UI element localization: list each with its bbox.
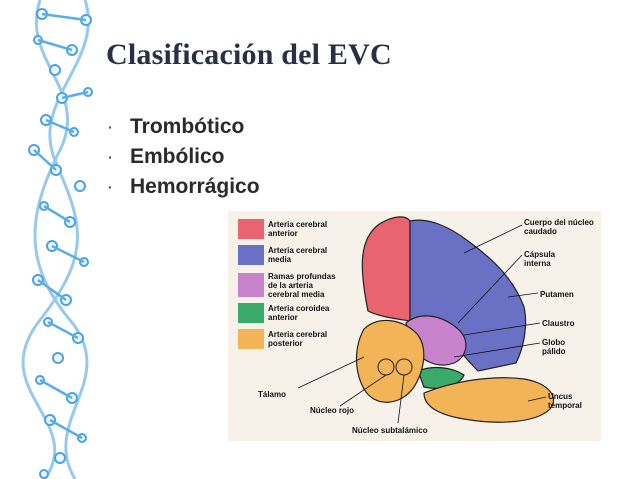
- label-capsula: Cápsula: [524, 250, 556, 259]
- label-talamo: Tálamo: [258, 390, 286, 399]
- label-claustro: Claustro: [542, 319, 575, 328]
- label-cuerpo-nucleo: caudado: [524, 227, 557, 236]
- bullet-dot-icon: ·: [108, 119, 113, 135]
- legend-label: cerebral media: [268, 290, 325, 299]
- label-uncus: temporal: [548, 401, 582, 410]
- label-uncus: Uncus: [548, 392, 573, 401]
- bullet-item: · Trombótico: [104, 112, 260, 142]
- label-putamen: Putamen: [540, 290, 574, 299]
- bullet-dot-icon: ·: [108, 179, 113, 195]
- bullet-text: Hemorrágico: [130, 175, 260, 198]
- bullet-dot-icon: ·: [108, 149, 113, 165]
- legend-swatch-media: [238, 245, 264, 265]
- legend-label: Ramas profundas: [268, 272, 336, 281]
- legend-label: anterior: [268, 313, 298, 322]
- legend-swatch-anterior: [238, 219, 264, 239]
- dna-helix-decoration: [21, 0, 93, 479]
- bullet-item: · Hemorrágico: [104, 172, 260, 202]
- legend-label: anterior: [268, 229, 298, 238]
- label-nucleo-subtalamico: Núcleo subtalámico: [352, 426, 428, 435]
- slide-title: Clasificación del EVC: [106, 38, 392, 71]
- bullet-item: · Embólico: [104, 142, 260, 172]
- legend-label: Arteria cerebral: [268, 246, 327, 255]
- legend-label: Arteria cerebral: [268, 220, 327, 229]
- region-posterior-thalamus: [355, 319, 425, 403]
- legend-label: de la arteria: [268, 281, 313, 290]
- legend-swatch-coroidea: [238, 303, 264, 323]
- label-globo: pálido: [542, 347, 566, 356]
- bullet-text: Embólico: [130, 145, 225, 168]
- leader-lines: [297, 224, 547, 424]
- legend-swatch-posterior: [238, 329, 264, 349]
- label-cuerpo-nucleo: Cuerpo del núcleo: [524, 218, 594, 227]
- legend-label: media: [268, 255, 292, 264]
- label-globo: Globo: [542, 338, 565, 347]
- region-anterior: [361, 216, 411, 322]
- label-nucleo-rojo: Núcleo rojo: [310, 406, 354, 415]
- bullet-list: · Trombótico · Embólico · Hemorrágico: [104, 112, 260, 202]
- label-capsula: interna: [524, 259, 551, 268]
- legend-label: Arteria coroidea: [268, 304, 330, 313]
- legend-swatch-profundas: [238, 273, 264, 297]
- bullet-text: Trombótico: [130, 115, 245, 138]
- legend-label: posterior: [268, 339, 303, 348]
- region-coroidea: [417, 366, 465, 389]
- region-posterior-temporal: [423, 377, 555, 423]
- legend-label: Arteria cerebral: [268, 330, 327, 339]
